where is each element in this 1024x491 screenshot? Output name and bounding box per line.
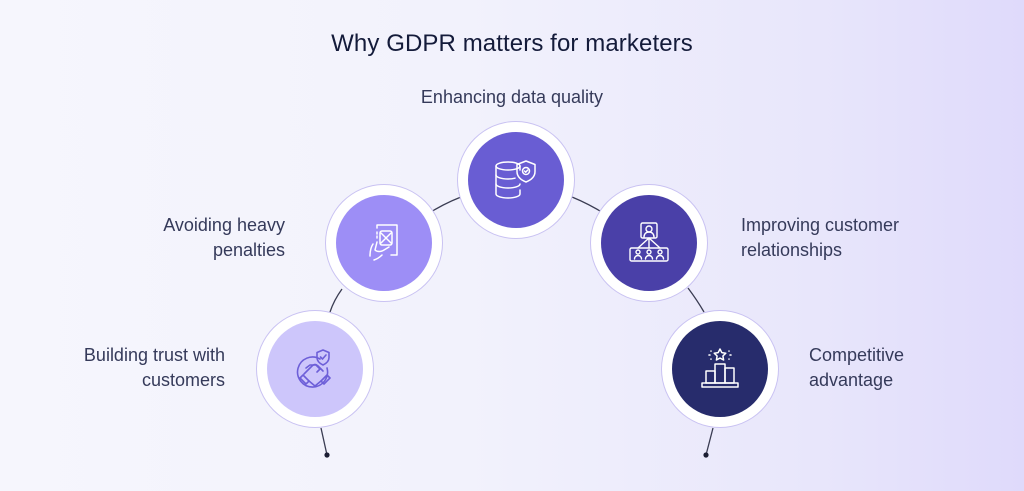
label-line: penalties bbox=[212, 240, 285, 260]
endpoint-dot-right bbox=[703, 452, 709, 458]
label-line: Enhancing data quality bbox=[420, 87, 604, 107]
label-improving-relationships: Improving customer relationships bbox=[741, 213, 961, 263]
label-line: advantage bbox=[809, 370, 894, 390]
handshake-shield-icon bbox=[296, 349, 331, 388]
label-enhancing-data-quality: Enhancing data quality bbox=[362, 85, 662, 110]
node-avoiding-penalties bbox=[326, 185, 442, 301]
label-line: customers bbox=[141, 370, 225, 390]
node-building-trust bbox=[257, 311, 373, 427]
node-fill bbox=[468, 132, 564, 228]
connector-relationships-competitive bbox=[687, 287, 705, 313]
label-line: Building trust with bbox=[83, 345, 225, 365]
node-competitive-advantage bbox=[662, 311, 778, 427]
page-title: Why GDPR matters for marketers bbox=[331, 30, 693, 57]
node-fill bbox=[601, 195, 697, 291]
node-fill bbox=[672, 321, 768, 417]
label-avoiding-penalties: Avoiding heavy penalties bbox=[100, 213, 285, 263]
label-competitive-advantage: Competitive advantage bbox=[809, 343, 969, 393]
connector-trust-penalties bbox=[329, 288, 343, 313]
node-fill bbox=[336, 195, 432, 291]
endpoint-dot-left bbox=[324, 452, 330, 458]
connector-bottom-left bbox=[320, 427, 328, 456]
connector-bottom-right bbox=[705, 427, 714, 456]
label-line: Avoiding heavy bbox=[163, 215, 285, 235]
hand-holding-document-x-icon bbox=[369, 224, 398, 261]
org-chart-people-icon bbox=[629, 222, 669, 262]
label-line: relationships bbox=[741, 240, 843, 260]
node-improving-relationships bbox=[591, 185, 707, 301]
node-enhancing-data-quality bbox=[458, 122, 574, 238]
label-line: Competitive bbox=[809, 345, 905, 365]
label-building-trust: Building trust with customers bbox=[40, 343, 225, 393]
database-shield-icon bbox=[495, 160, 536, 199]
node-fill bbox=[267, 321, 363, 417]
podium-star-icon bbox=[701, 348, 739, 388]
label-line: Improving customer bbox=[741, 215, 900, 235]
